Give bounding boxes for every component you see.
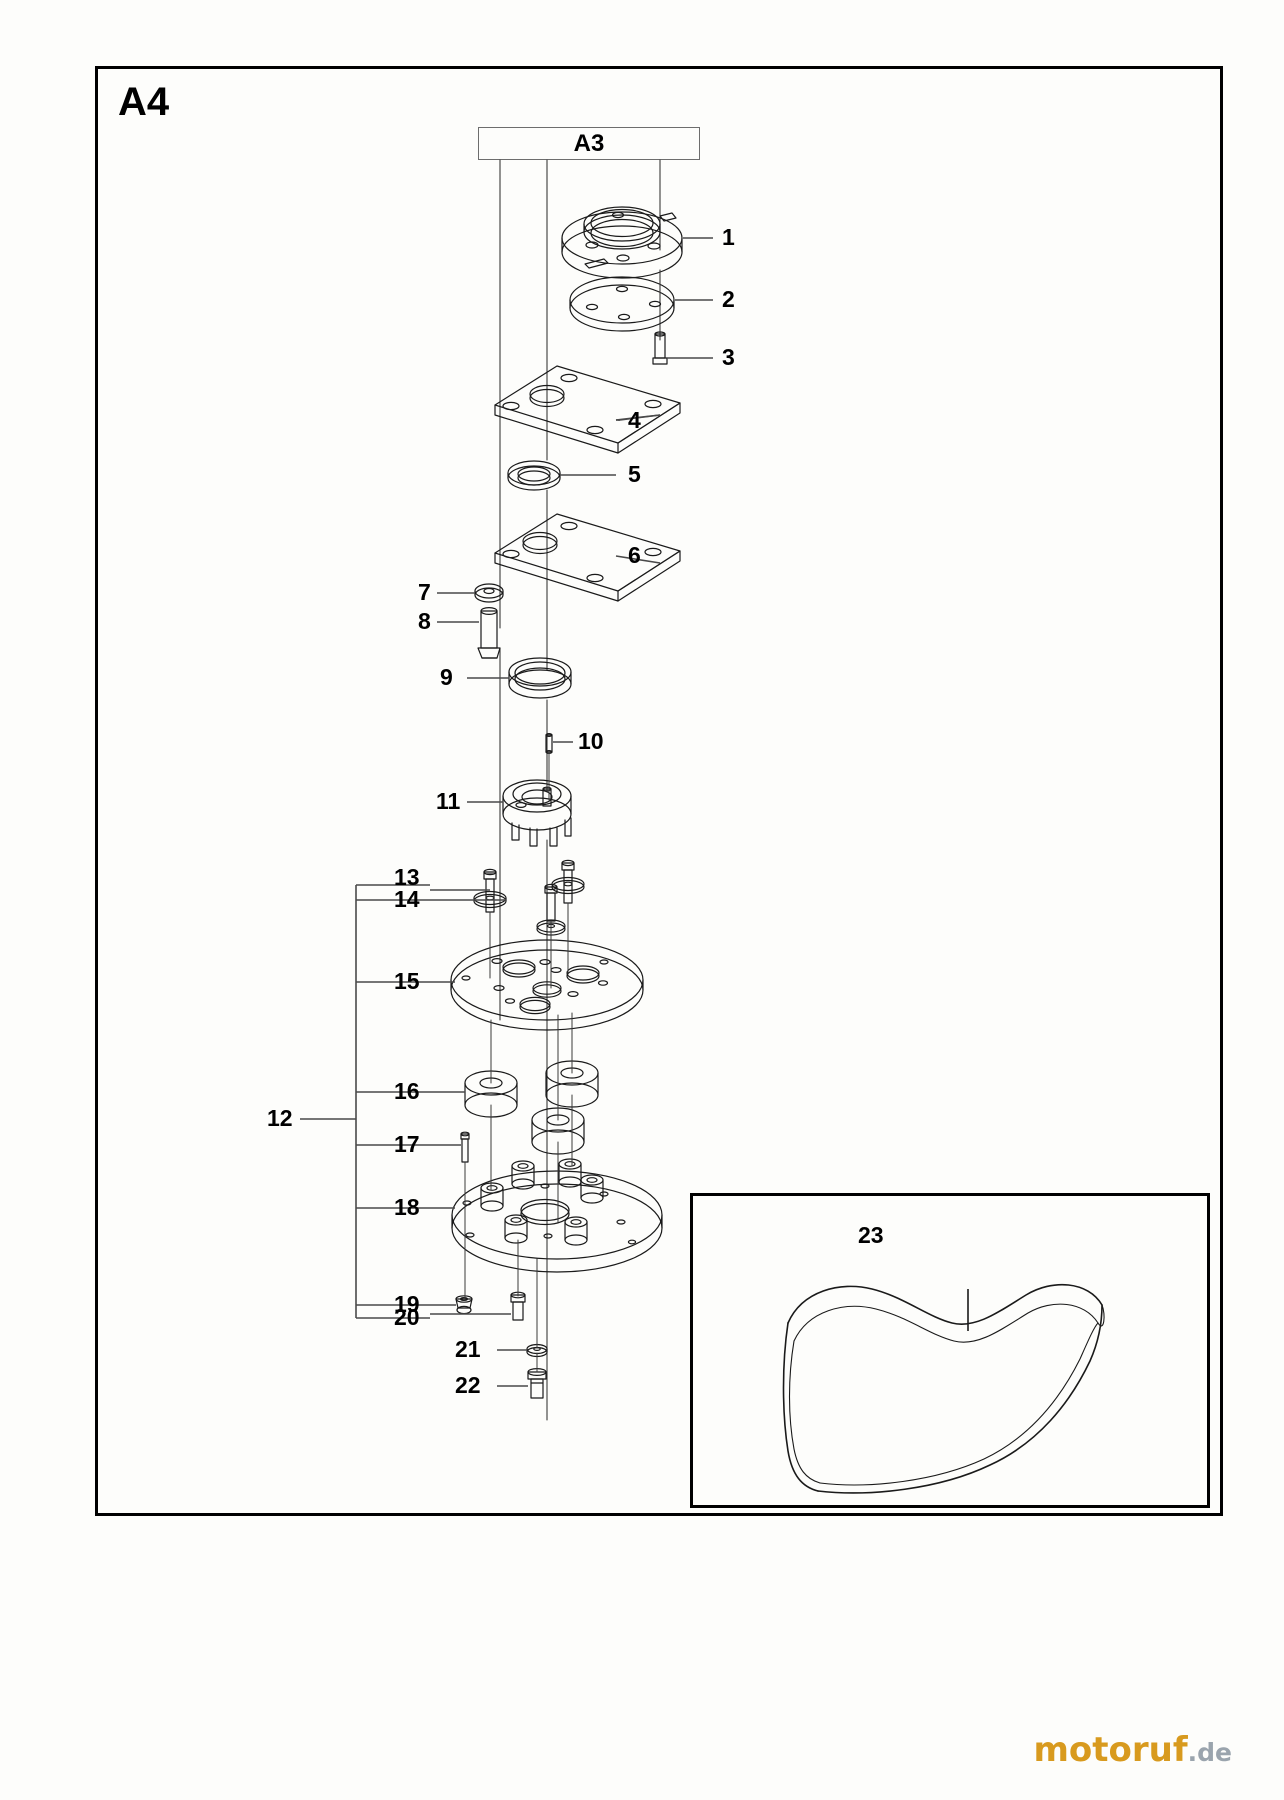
- callout-20[interactable]: 20: [394, 1304, 420, 1330]
- part-2-cover-disc-plate: [569, 276, 675, 332]
- callout-15[interactable]: 15: [394, 968, 420, 994]
- part-17-screw-small: [460, 1131, 470, 1163]
- callout-22[interactable]: 22: [455, 1372, 481, 1398]
- part-18-lower-disc-plate: [451, 1158, 663, 1273]
- callout-12[interactable]: 12: [267, 1105, 293, 1131]
- callout-5[interactable]: 5: [628, 461, 641, 487]
- callout-2[interactable]: 2: [722, 286, 735, 312]
- part-9-bearing-ring: [508, 657, 572, 699]
- callout-6[interactable]: 6: [628, 542, 641, 568]
- callout-21[interactable]: 21: [455, 1336, 481, 1362]
- part-19-lock-nut: [455, 1295, 473, 1315]
- part-1-bearing-housing-flange: [561, 206, 683, 279]
- part-5-ring-washer: [507, 460, 561, 491]
- reference-box-a3[interactable]: [478, 127, 700, 160]
- part-4-square-mounting-plate-upper: [494, 365, 681, 454]
- callout-3[interactable]: 3: [722, 344, 735, 370]
- callout-18[interactable]: 18: [394, 1194, 420, 1220]
- callout-19[interactable]: 19: [394, 1291, 420, 1317]
- detail-inset-box: [690, 1193, 1210, 1508]
- callout-23[interactable]: 23: [858, 1222, 884, 1248]
- part-23-blade-guard-drawing: [782, 1283, 1105, 1494]
- part-13-hex-bolt-long: [483, 868, 497, 913]
- bolt-washer-pair: [551, 859, 585, 904]
- callout-4[interactable]: 4: [628, 407, 641, 433]
- part-11-hub-coupling: [502, 779, 572, 847]
- part-15-upper-disc-plate: [450, 939, 644, 1031]
- callout-14[interactable]: 14: [394, 886, 420, 912]
- callout-9[interactable]: 9: [440, 664, 453, 690]
- part-8-shoulder-bolt: [477, 606, 501, 659]
- callout-11[interactable]: 11: [436, 788, 461, 814]
- callout-8[interactable]: 8: [418, 608, 431, 634]
- part-6-square-mounting-plate-lower: [494, 513, 681, 602]
- part-22-center-bolt: [527, 1367, 547, 1399]
- callout-7[interactable]: 7: [418, 579, 431, 605]
- part-7-flat-washer: [474, 583, 504, 603]
- callout-17[interactable]: 17: [394, 1131, 420, 1157]
- callout-1[interactable]: 1: [722, 224, 735, 250]
- part-3-stud-bolt: [652, 331, 668, 365]
- page-title: A4: [118, 80, 170, 124]
- watermark: motoruf.de: [1033, 1731, 1232, 1772]
- reference-box-a3-label: A3: [573, 130, 605, 157]
- callout-16[interactable]: 16: [394, 1078, 420, 1104]
- group-bracket-12: [300, 884, 430, 1319]
- callout-10[interactable]: 10: [578, 728, 604, 754]
- watermark-tld: .de: [1187, 1738, 1232, 1767]
- watermark-name: motoruf: [1033, 1730, 1188, 1770]
- callout-13[interactable]: 13: [394, 864, 420, 890]
